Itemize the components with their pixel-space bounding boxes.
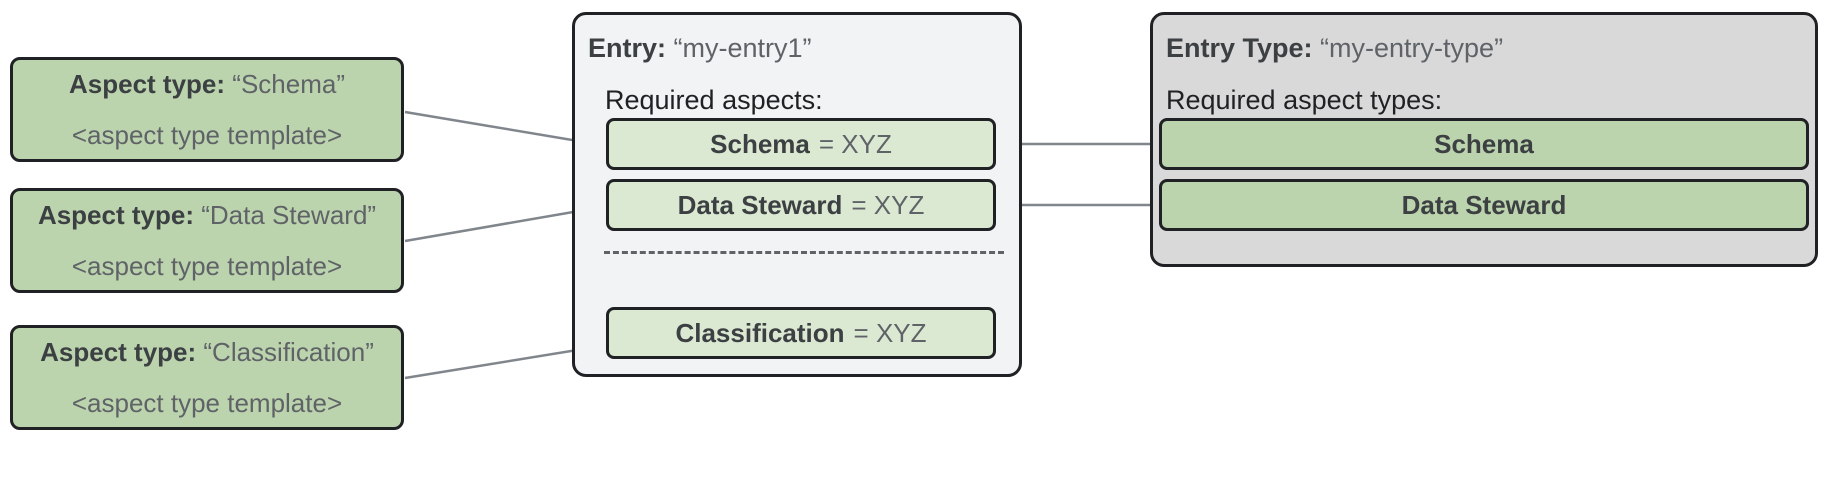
entry-required-optional-divider xyxy=(604,251,1004,254)
entry-required-aspects-label: Required aspects: xyxy=(605,85,823,115)
aspect-type-name: “Data Steward” xyxy=(201,199,377,230)
aspect-type-name: “Schema” xyxy=(232,68,345,99)
aspect-type-template-text: <aspect type template> xyxy=(71,119,343,150)
aspect-type-chip-name: Data Steward xyxy=(1401,189,1567,220)
aspect-type-label-prefix: Aspect type: xyxy=(37,199,194,230)
aspect-type-label-prefix: Aspect type: xyxy=(69,68,226,99)
aspect-type-chip-name: Schema xyxy=(1434,128,1534,159)
aspect-type-label-prefix: Aspect type: xyxy=(40,336,197,367)
aspect-chip-value: = XYZ xyxy=(853,317,927,348)
aspect-chip-value: = XYZ xyxy=(818,128,892,159)
aspect-type-card-schema[interactable]: Aspect type: “Schema” <aspect type templ… xyxy=(10,57,404,162)
aspect-chip-value: = XYZ xyxy=(851,189,925,220)
aspect-type-template-text: <aspect type template> xyxy=(71,387,343,418)
aspect-chip-name: Classification xyxy=(675,317,845,348)
aspect-type-template-text: <aspect type template> xyxy=(71,250,343,281)
entry-type-required-aspect-type-data-steward[interactable]: Data Steward xyxy=(1159,179,1809,231)
entry-type-title-prefix: Entry Type: xyxy=(1166,33,1313,63)
aspect-type-card-classification-title: Aspect type: “Classification” xyxy=(40,337,374,368)
entry-type-required-aspect-type-schema[interactable]: Schema xyxy=(1159,118,1809,170)
entry-required-aspect-data-steward[interactable]: Data Steward = XYZ xyxy=(606,179,996,231)
entry-title-prefix: Entry: xyxy=(588,33,667,63)
aspect-type-card-schema-title: Aspect type: “Schema” xyxy=(69,69,345,100)
entry-type-panel-title: Entry Type: “my-entry-type” xyxy=(1166,33,1503,64)
aspect-type-card-data-steward-title: Aspect type: “Data Steward” xyxy=(38,200,376,231)
aspect-type-card-data-steward[interactable]: Aspect type: “Data Steward” <aspect type… xyxy=(10,188,404,293)
entry-panel-title: Entry: “my-entry1” xyxy=(588,33,812,64)
entry-optional-aspect-classification[interactable]: Classification = XYZ xyxy=(606,307,996,359)
entry-type-title-name: “my-entry-type” xyxy=(1320,33,1504,63)
aspect-type-card-classification[interactable]: Aspect type: “Classification” <aspect ty… xyxy=(10,325,404,430)
entry-required-aspect-schema[interactable]: Schema = XYZ xyxy=(606,118,996,170)
entry-title-name: “my-entry1” xyxy=(673,33,812,63)
aspect-chip-name: Schema xyxy=(710,128,810,159)
entry-type-required-label: Required aspect types: xyxy=(1166,85,1443,115)
aspect-chip-name: Data Steward xyxy=(677,189,843,220)
aspect-type-name: “Classification” xyxy=(203,336,374,367)
